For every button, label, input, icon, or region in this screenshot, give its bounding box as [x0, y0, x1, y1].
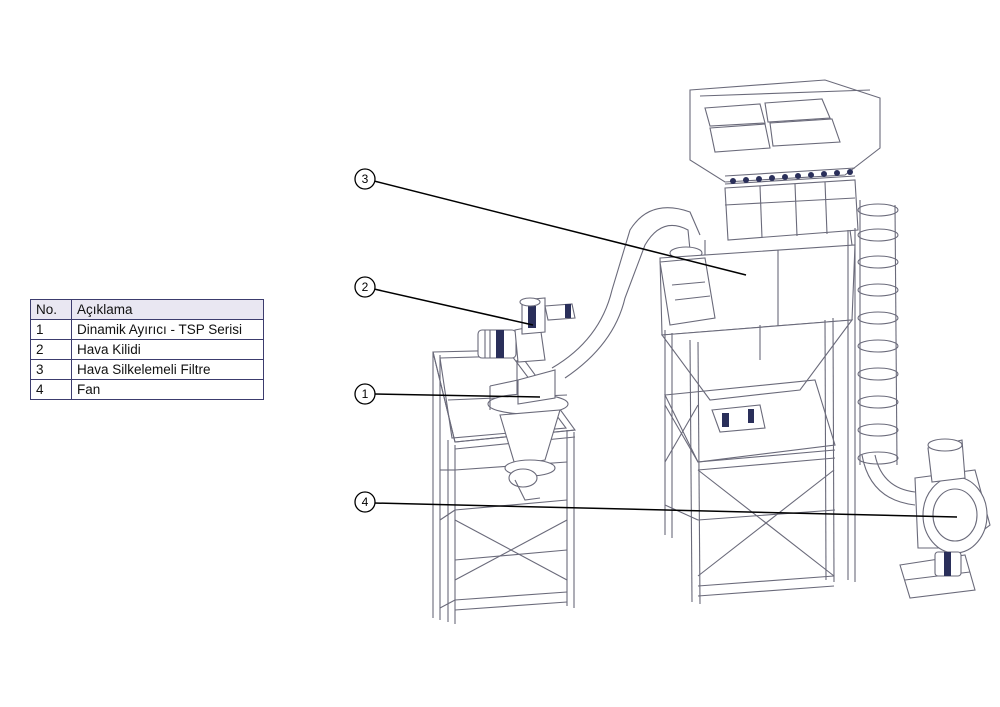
- callout-label: 3: [362, 172, 369, 186]
- callout-label: 1: [362, 387, 369, 401]
- legend-row-desc: Dinamik Ayırıcı - TSP Serisi: [71, 319, 264, 340]
- legend-row: 3 Hava Silkelemeli Filtre: [30, 359, 264, 380]
- legend-row-no: 4: [30, 379, 72, 400]
- callout-1: 1: [354, 383, 541, 405]
- callout-label: 4: [362, 495, 369, 509]
- callout-4: 4: [354, 491, 958, 518]
- airlock: [519, 297, 576, 335]
- callout-3: 3: [354, 168, 747, 276]
- separator-structure: [432, 324, 577, 624]
- callout-2: 2: [354, 276, 534, 326]
- filter-structure: [659, 79, 881, 605]
- legend-header-no: No.: [30, 299, 72, 320]
- legend-row-desc: Fan: [71, 379, 264, 400]
- legend-header-desc: Açıklama: [71, 299, 264, 320]
- legend-table: No. Açıklama 1 Dinamik Ayırıcı - TSP Ser…: [30, 299, 264, 400]
- ladder-cage: [847, 200, 899, 582]
- callout-label: 2: [362, 280, 369, 294]
- legend-row-desc: Hava Silkelemeli Filtre: [71, 359, 264, 380]
- legend-row: 4 Fan: [30, 379, 264, 400]
- legend-header-row: No. Açıklama: [30, 299, 264, 320]
- fan: [861, 438, 991, 599]
